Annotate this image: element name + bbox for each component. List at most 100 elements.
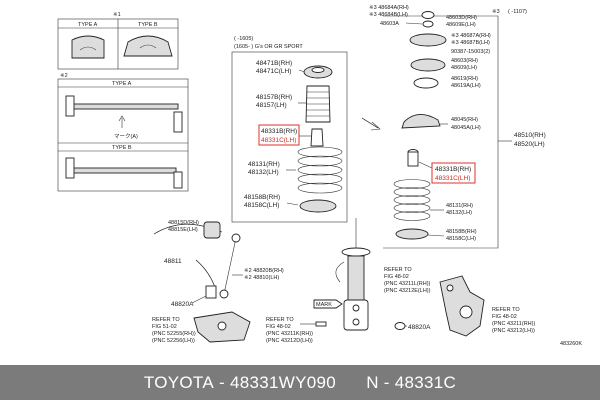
ref3-line4: (PNC 43212E(LH)) [384,288,431,294]
ref3-line1: REFER TO [384,267,412,273]
inset-type-ab: ※1 TYPE A TYPE B [57,11,179,70]
ref3-line2: FIG 48-02 [384,274,409,280]
ref4-line3: (PNC 43211(RH)) [492,321,535,327]
lower-insulator-icon [299,199,337,213]
label-48619a: 48619A(LH) [451,83,481,89]
bolt-icon [315,321,327,327]
label-48471b: 48471B(RH) [256,60,292,67]
ref2-line1: REFER TO [266,317,294,323]
inset-type-b-label: TYPE B [138,22,158,28]
bump-stopper-icon [310,128,324,147]
label-48131-right: 48131(RH) [446,203,473,209]
coil-spring-icon [297,146,343,194]
inset-link-types: ※2 TYPE A TYPE B マーク(A) [57,72,189,192]
label-48158c-right: 48158C(LH) [446,236,476,242]
stabilizer-link-a-icon [69,103,179,110]
variant-note-1: ( -1605) [234,36,253,42]
cap-icon [421,11,435,19]
label-48331c-right: 48331C(LH) [435,175,470,182]
label-48331c-left: 48331C(LH) [261,137,296,144]
refer-block-1: REFER TO FIG 51-02 (PNC 52255(RH)) (PNC … [152,317,196,344]
inset-mark-label: マーク(A) [114,133,138,140]
label-48811: 48811 [164,258,182,265]
ref4-line4: (PNC 43212(LH)) [492,328,535,334]
label-48157b: 48157B(RH) [256,94,292,101]
footer-alt-number: N - 48331C [366,372,457,392]
label-48158b-left: 48158B(RH) [244,194,280,201]
label-48331b-right: 48331B(RH) [435,166,471,173]
footer-gap [336,373,366,393]
label-48131-left: 48131(RH) [248,161,280,168]
footer-brand: TOYOTA [143,372,214,392]
refer-block-3: REFER TO FIG 48-02 (PNC 43211L(RH)) (PNC… [384,267,431,294]
refer-block-2: REFER TO FIG 48-02 (PNC 43211K(RH)) (PNC… [266,317,313,344]
label-48045a: 48045A(LH) [451,125,481,131]
highlight-right-48331 [431,162,476,184]
ref2-line4: (PNC 43212D(LH)) [266,338,313,344]
right-ref-3: ※3 [492,8,500,15]
ref1-line4: (PNC 52256(LH)) [152,338,195,344]
inset-type-a-label: TYPE A [78,22,98,28]
label-48820a-right: 48820A [408,324,431,331]
exploded-arrow-icon [361,117,381,131]
label-48820b: ※2 48820B(RH) [244,267,284,274]
inset-link-type-a: TYPE A [112,81,132,87]
label-48331b-left: 48331B(RH) [261,128,297,135]
ref1-line3: (PNC 52255(RH)) [152,331,196,337]
label-48603d: 48603D(RH) [446,15,477,21]
stabilizer-link-b-icon [71,167,177,174]
ref3-line3: (PNC 43211L(RH)) [384,281,431,287]
inset-link-type-b: TYPE B [112,145,132,151]
ref2-line2: FIG 48-02 [266,324,291,330]
lower-insulator-right-icon [395,228,429,240]
label-90387: 90387-15003(2) [451,49,490,55]
label-48609: 48609(LH) [451,65,477,71]
label-48471c: 48471C(LH) [256,68,291,75]
inset-ref-1: ※1 [113,11,121,18]
refer-block-4: REFER TO FIG 48-02 (PNC 43211(RH)) (PNC … [492,307,535,334]
highlight-left-48331 [258,124,300,146]
label-48609e: 48609E(LH) [446,22,476,28]
strut-assembly-box: ※3 ( -1107) ※3 48684A(RH) ※3 48684B(LH) … [369,4,546,249]
label-48045: 48045(RH) [451,117,478,123]
ref2-line3: (PNC 43211K(RH)) [266,331,313,337]
label-48510: 48510(RH) [514,132,546,139]
label-48132-left: 48132(LH) [248,169,279,176]
bumper-type-b-icon [123,35,173,57]
nut-icon [394,322,406,330]
mark-label: MARK [316,302,332,308]
label-48815d: 48815D(RH) [168,220,199,226]
parts-diagram: ※1 TYPE A TYPE B ※2 TYPE A TYPE B マーク(A)… [57,4,582,347]
label-48684b: ※3 48684B(LH) [369,11,408,18]
suspension-support-icon [410,58,446,72]
label-48684a: ※3 48684A(RH) [369,4,409,11]
label-48810: ※2 48810(LH) [244,274,279,281]
bearing-icon [413,77,439,89]
stabilizer-group: 48815D(RH) 48815E(LH) 48811 ※2 48820B(RH… [153,220,284,308]
ref1-line1: REFER TO [152,317,180,323]
label-48158b-right: 48158B(RH) [446,229,477,235]
mark-callout: MARK [313,299,343,309]
label-48520: 48520(LH) [514,141,545,148]
label-48132-right: 48132(LH) [446,210,472,216]
variant-note-2: (1605- ) G's OR GR SPORT [234,44,303,50]
upper-spring-seat-icon [401,114,441,129]
label-48603a: 48603A [380,21,399,27]
label-48157: 48157(LH) [256,102,287,109]
label-48815e: 48815E(LH) [168,227,198,233]
steering-knuckle-icon [439,275,485,337]
stabilizer-bushing-icon [203,221,221,239]
inset-ref-2: ※2 [60,72,68,79]
label-48687b: ※3 48687B(LH) [451,39,490,46]
strut-kit-box: ( -1605) (1605- ) G's OR GR SPORT 48471B… [231,36,348,223]
strut-assembly-icon [335,218,371,331]
label-48820a-left: 48820A [171,301,194,308]
diagram-code: 483260K [560,341,582,347]
footer-sep-1: - [214,372,231,392]
coil-spring-right-icon [393,179,431,221]
bump-stopper-right-icon [407,151,419,167]
right-range: ( -1107) [508,9,527,15]
label-48687a: ※3 48687A(RH) [451,32,491,39]
ref1-line2: FIG 51-02 [152,324,177,330]
ref4-line1: REFER TO [492,307,520,313]
